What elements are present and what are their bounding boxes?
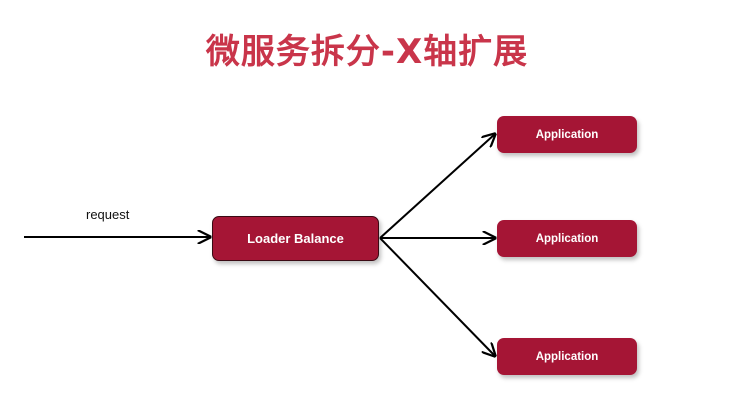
load-balancer-node: Loader Balance (212, 216, 379, 261)
request-label: request (86, 207, 130, 222)
application-node-3: Application (497, 338, 637, 375)
page-title: 微服务拆分-X轴扩展 (205, 32, 529, 72)
application-node-2: Application (497, 220, 637, 257)
arrow-to-application-1 (379, 134, 495, 239)
load-balancer-label: Loader Balance (247, 231, 344, 246)
application-node-1: Application (497, 116, 637, 153)
application-label: Application (535, 350, 599, 363)
arrow-to-application-3 (379, 237, 495, 356)
application-label: Application (535, 128, 599, 141)
application-label: Application (535, 232, 599, 245)
